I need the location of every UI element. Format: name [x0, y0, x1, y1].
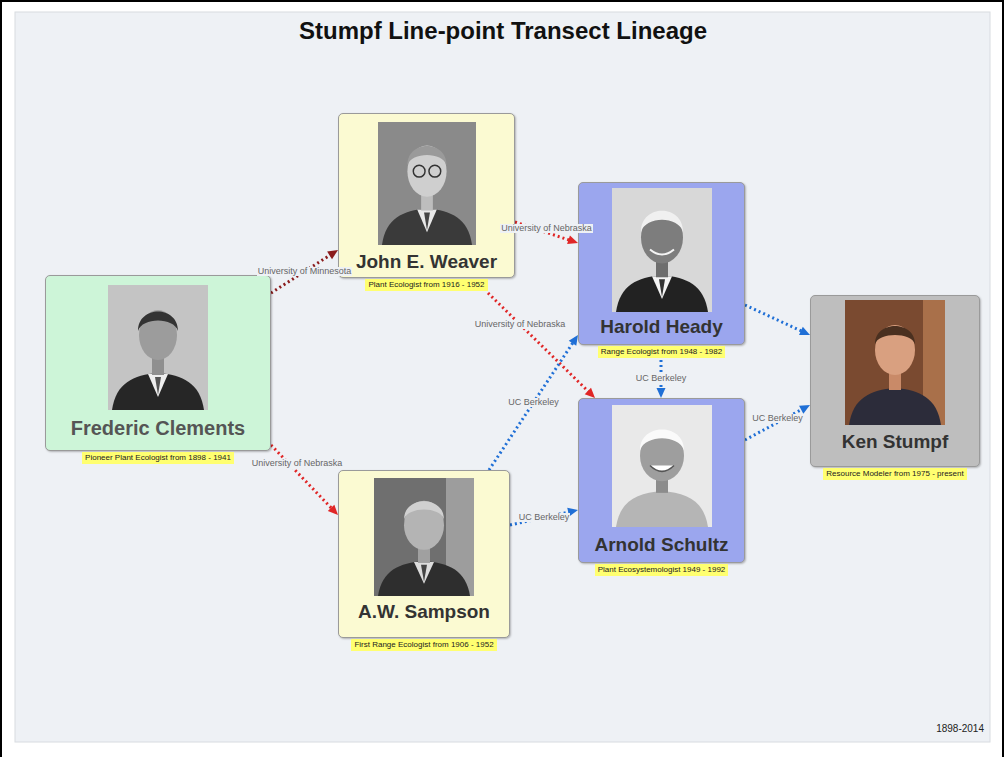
arrow-head — [567, 236, 578, 245]
connector — [489, 335, 578, 470]
edge-label: UC Berkeley — [635, 374, 688, 384]
connector — [745, 305, 810, 335]
portrait-photo — [378, 122, 476, 245]
slide-ground — [15, 12, 990, 742]
arrow-head — [328, 505, 338, 515]
career-caption: Range Ecologist from 1948 - 1982 — [598, 346, 725, 358]
edge-label: UC Berkeley — [751, 414, 804, 424]
dotted-line — [488, 293, 589, 392]
arrow-head — [657, 388, 666, 398]
portrait-photo — [845, 300, 945, 425]
connector — [271, 445, 338, 515]
diagram-title: Stumpf Line-point Transect Lineage — [299, 17, 707, 45]
person-name: Harold Heady — [600, 316, 722, 338]
career-caption: Resource Modeler from 1975 - present — [823, 468, 966, 480]
dotted-line — [745, 305, 803, 332]
arrow-head — [327, 250, 338, 259]
dotted-line — [510, 512, 570, 525]
edge-label: University of Nebraska — [474, 320, 567, 330]
person-name: Frederic Clements — [71, 417, 246, 440]
dotted-line — [489, 342, 574, 470]
career-caption: Plant Ecologist from 1916 - 1952 — [365, 279, 487, 291]
edge-label: UC Berkeley — [518, 513, 571, 523]
dotted-line — [271, 445, 332, 509]
dotted-line — [745, 409, 803, 440]
portrait-photo — [108, 285, 208, 410]
edge-label: UC Berkeley — [507, 398, 560, 408]
edge-label: University of Nebraska — [251, 459, 344, 469]
person-name: A.W. Sampson — [358, 601, 490, 623]
arrow-head — [799, 327, 810, 335]
arrow-head — [799, 405, 810, 414]
portrait-photo — [612, 188, 712, 312]
career-caption: Plant Ecosystemologist 1949 - 1992 — [595, 564, 729, 576]
career-caption: Pioneer Plant Ecologist from 1898 - 1941 — [82, 452, 234, 464]
person-name: Ken Stumpf — [842, 431, 949, 453]
connector — [510, 508, 578, 525]
career-caption: First Range Ecologist from 1906 - 1952 — [351, 639, 496, 651]
portrait-photo — [612, 405, 712, 527]
arrow-head — [569, 335, 578, 346]
person-name: John E. Weaver — [356, 251, 497, 273]
connector — [745, 405, 810, 440]
date-range-note: 1898-2014 — [936, 723, 984, 734]
arrow-head — [585, 388, 595, 398]
person-name: Arnold Schultz — [594, 534, 728, 556]
edge-label: University of Nebraska — [500, 224, 593, 234]
portrait-photo — [374, 478, 474, 596]
edge-label: University of Minnesota — [257, 267, 353, 277]
